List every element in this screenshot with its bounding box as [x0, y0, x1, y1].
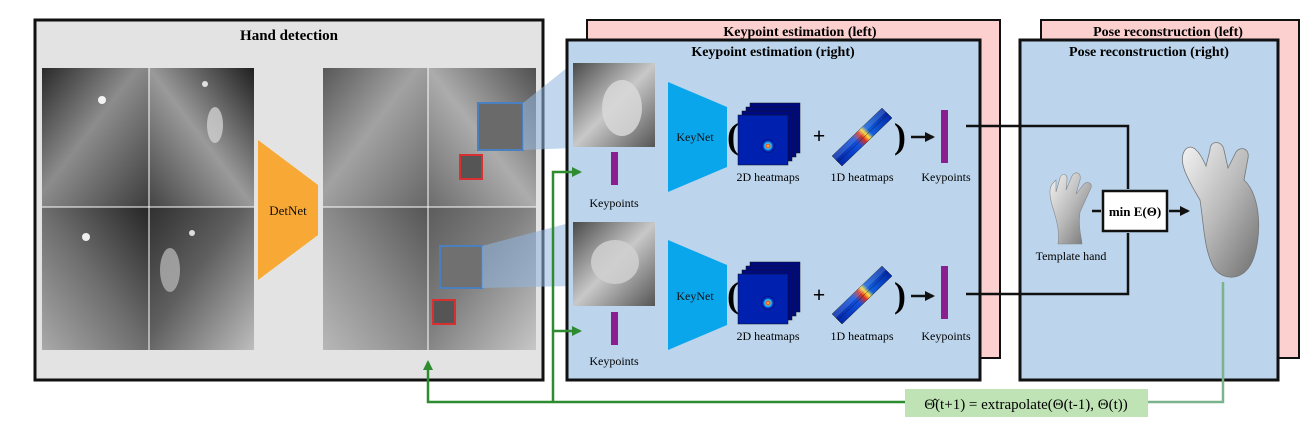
pose-reconstruction-right-title: Pose reconstruction (right): [1069, 45, 1229, 60]
detection-box-right-bottom: [439, 245, 483, 289]
heatmaps-2d-label-bottom: 2D heatmaps: [737, 329, 800, 343]
heatmaps-1d-label-bottom: 1D heatmaps: [831, 329, 894, 343]
keypoints-top-to-optimizer: [966, 124, 1130, 189]
output-keypoints-bar-top: [941, 110, 948, 163]
template-hand: [1049, 172, 1092, 245]
input-keypoints-label-top: Keypoints: [589, 196, 639, 210]
keynet-label-top: KeyNet: [676, 130, 714, 144]
input-keypoints-label-bottom: Keypoints: [589, 354, 639, 368]
template-hand-label: Template hand: [1036, 249, 1107, 263]
output-keypoints-label-top: Keypoints: [921, 170, 971, 184]
output-keypoints-label-bottom: Keypoints: [921, 329, 971, 343]
heatmaps-2d-label-top: 2D heatmaps: [737, 170, 800, 184]
keynet-label-bottom: KeyNet: [676, 289, 714, 303]
keypoint-estimation-right-title: Keypoint estimation (right): [691, 45, 855, 60]
keypoint-estimation-left-title: Keypoint estimation (left): [723, 25, 877, 40]
heatmaps-2d-bottom: [737, 261, 801, 325]
heatmaps-1d-top: [831, 107, 893, 167]
crop-projection-bottom: [482, 222, 573, 288]
input-keypoints-bar-top: [611, 152, 618, 185]
feedback-formula-box: [905, 389, 1148, 417]
input-camera-grid: [42, 68, 254, 350]
feedback-line-from-pose: [1148, 282, 1225, 404]
input-keypoints-bar-bottom: [611, 312, 618, 345]
pose-reconstruction-left-title: Pose reconstruction (left): [1093, 25, 1243, 40]
detection-box-left-bottom: [432, 299, 456, 325]
paren-close-top: ): [894, 116, 906, 156]
detection-box-left-top: [459, 154, 483, 180]
paren-open-top: (: [727, 116, 739, 156]
paren-open-bottom: (: [727, 275, 739, 315]
detnet-label: DetNet: [269, 203, 307, 218]
plus-bottom: +: [813, 282, 826, 307]
heatmaps-2d-top: [737, 102, 801, 166]
feedback-arrow-to-keypoints-top: [551, 167, 582, 402]
heatmaps-1d-bottom: [831, 265, 893, 325]
output-keypoints-bar-bottom: [941, 266, 948, 319]
optimizer-label: min E(Θ): [1109, 204, 1161, 219]
detnet-block: [258, 140, 318, 280]
keypoints-bottom-to-optimizer: [966, 233, 1130, 296]
crop-projection-top: [523, 63, 573, 150]
keynet-block-bottom: [668, 240, 727, 350]
reconstructed-hand: [1181, 142, 1260, 278]
plus-top: +: [813, 123, 826, 148]
detection-box-right-top: [477, 102, 524, 151]
feedback-formula: Θ̂(t+1) = extrapolate(Θ(t-1), Θ(t)): [924, 397, 1128, 413]
keynet-block-top: [668, 82, 727, 192]
hand-detection-title: Hand detection: [240, 28, 339, 44]
feedback-arrow-to-detection: [423, 360, 905, 404]
optimizer-box: [1101, 189, 1169, 233]
heatmaps-1d-label-top: 1D heatmaps: [831, 170, 894, 184]
paren-close-bottom: ): [894, 275, 906, 315]
